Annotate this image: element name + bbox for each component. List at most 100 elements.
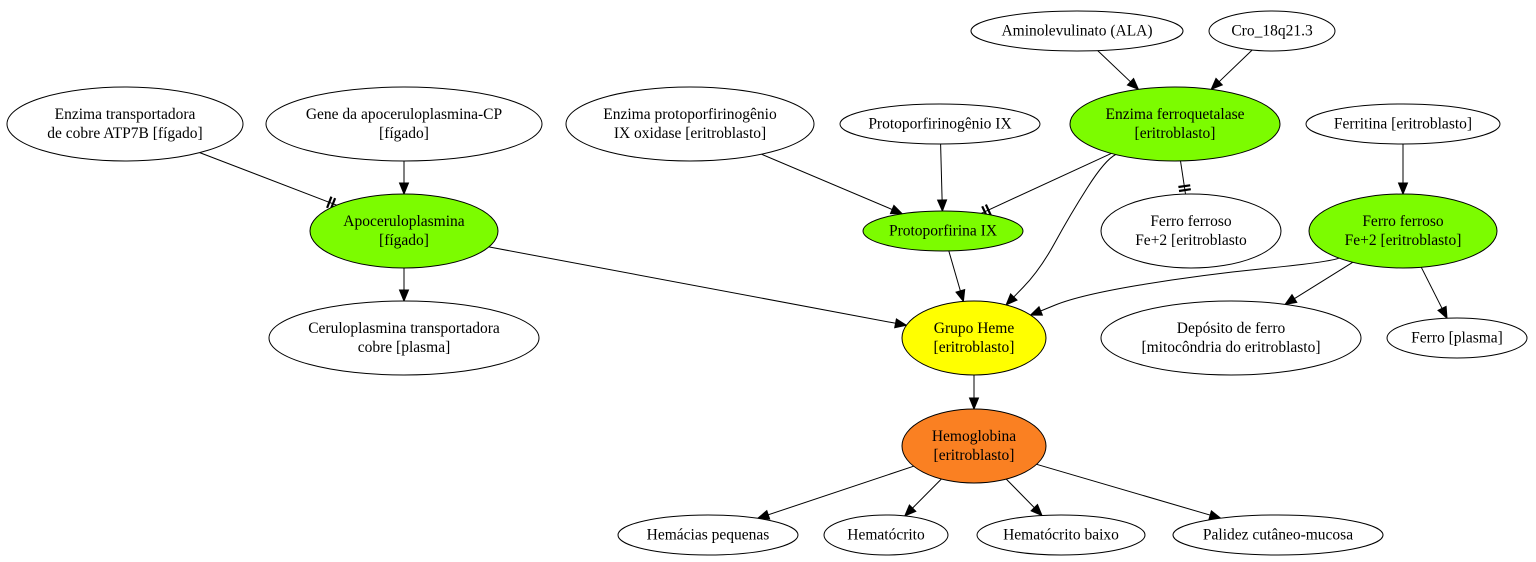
node-ellipse xyxy=(268,300,540,376)
edge-line xyxy=(757,465,914,519)
node-label: Enzima ferroquetalase xyxy=(1106,106,1245,123)
edge-line xyxy=(199,152,337,206)
node-label: Aminolevulinato (ALA) xyxy=(1001,23,1152,40)
node-label: Grupo Heme xyxy=(934,320,1015,337)
arrowhead xyxy=(955,288,966,303)
node-ala: Aminolevulinato (ALA) xyxy=(970,10,1184,52)
node-heme: Grupo Heme [eritroblasto] xyxy=(901,300,1047,376)
node-label: Hemoglobina xyxy=(932,428,1016,445)
node-cp_gene: Gene da apoceruloplasmina-CP[fígado] xyxy=(265,86,543,162)
node-hb: Hemoglobina [eritroblasto] xyxy=(901,408,1047,484)
arrowhead xyxy=(1437,305,1448,320)
node-ellipse xyxy=(839,103,1041,145)
edge-proto-to-heme xyxy=(948,250,966,303)
node-ellipse xyxy=(823,514,949,556)
arrowhead xyxy=(894,318,908,329)
arrowhead xyxy=(1029,305,1044,316)
node-label: Ferro ferroso xyxy=(1362,213,1444,230)
node-hemacias: Hemácias pequenas xyxy=(617,514,799,556)
node-label: Protoporfirina IX xyxy=(889,223,997,240)
node-cro: Cro_18q21.3 xyxy=(1208,10,1336,52)
arrowhead xyxy=(1397,182,1409,196)
edge-fe2b-to-deposito xyxy=(1283,261,1353,306)
node-label: Ferro ferroso xyxy=(1150,213,1232,230)
node-label: Hematócrito baixo xyxy=(1003,527,1119,544)
edge-line xyxy=(1005,154,1116,306)
edge-apocp-to-cp xyxy=(398,268,410,303)
node-label: Hemácias pequenas xyxy=(647,527,770,544)
edge-ferritina-to-fe2b xyxy=(1397,144,1409,196)
node-atp7b: Enzima transportadora de cobre ATP7B [fíg… xyxy=(6,86,244,162)
node-ellipse xyxy=(1100,193,1282,269)
arrowhead xyxy=(398,182,410,196)
node-label: Enzima transportadora xyxy=(55,106,196,123)
node-label: Hematócrito xyxy=(847,527,925,544)
node-label: [fígado] xyxy=(379,125,429,142)
node-hct: Hematócrito xyxy=(823,514,949,556)
node-ellipse xyxy=(862,210,1024,252)
inhibition-bar xyxy=(1178,188,1191,193)
node-label: cobre [plasma] xyxy=(358,339,451,356)
arrowhead xyxy=(1210,77,1224,91)
edge-line xyxy=(761,153,903,215)
node-label: [eritroblasto] xyxy=(934,339,1015,356)
node-label: Depósito de ferro xyxy=(1177,320,1286,337)
node-label: de cobre ATP7B [fígado] xyxy=(47,125,202,142)
node-label: Enzima protoporfirinogênio xyxy=(603,106,777,123)
node-palidez: Palidez cutâneo-mucosa xyxy=(1172,514,1384,556)
node-label: Protoporfirinogênio IX xyxy=(868,116,1011,133)
edge-line xyxy=(1284,261,1353,305)
edge-apocp-to-heme xyxy=(488,246,908,329)
edge-fe2b-to-heme xyxy=(1029,257,1340,316)
node-label: Ceruloplasmina transportadora xyxy=(308,320,500,337)
node-label: Ferritina [eritroblasto] xyxy=(1334,116,1472,133)
node-label: Apoceruloplasmina xyxy=(343,213,465,230)
node-label: Cro_18q21.3 xyxy=(1231,23,1313,40)
edge-line xyxy=(488,246,907,326)
edge-ppox-to-proto xyxy=(761,153,904,215)
edge-hb-to-hctbaixo xyxy=(1005,478,1043,517)
inhibition-bar xyxy=(984,204,992,216)
arrowhead xyxy=(968,397,980,411)
node-ellipse xyxy=(1069,86,1281,162)
arrowhead xyxy=(889,204,904,215)
edge-cp_gene-to-apocp xyxy=(398,161,410,196)
edge-heme-to-hb xyxy=(968,375,980,411)
node-label: Fe+2 [eritroblasto xyxy=(1135,232,1247,249)
arrowhead xyxy=(1283,293,1298,306)
node-ellipse xyxy=(617,514,799,556)
node-label: [eritroblasto] xyxy=(934,447,1015,464)
node-label: Fe+2 [eritroblasto] xyxy=(1345,232,1462,249)
node-ellipse xyxy=(309,193,499,269)
node-label: [mitocôndria do eritroblasto] xyxy=(1141,339,1320,356)
node-ellipse xyxy=(1208,10,1336,52)
node-ferritina: Ferritina [eritroblasto] xyxy=(1305,103,1501,145)
node-protogen: Protoporfirinogênio IX xyxy=(839,103,1041,145)
edges-layer xyxy=(199,49,1448,521)
node-ellipse xyxy=(265,86,543,162)
node-cp: Ceruloplasmina transportadora cobre [plas… xyxy=(268,300,540,376)
node-ferroplasma: Ferro [plasma] xyxy=(1386,317,1528,359)
node-label: [fígado] xyxy=(379,232,429,249)
node-fech: Enzima ferroquetalase[eritroblasto] xyxy=(1069,86,1281,162)
node-label: Ferro [plasma] xyxy=(1411,330,1503,347)
node-ellipse xyxy=(1100,300,1362,376)
edge-line xyxy=(1180,160,1186,195)
node-ellipse xyxy=(1305,103,1501,145)
node-ellipse xyxy=(1308,193,1498,269)
edge-cro-to-fech xyxy=(1210,49,1253,91)
node-deposito: Depósito de ferro [mitocôndria do eritrob… xyxy=(1100,300,1362,376)
edge-hb-to-hct xyxy=(903,478,942,517)
edge-fe2b-to-ferroplasma xyxy=(1420,267,1448,320)
node-ellipse xyxy=(1386,317,1528,359)
arrowhead xyxy=(1126,77,1140,91)
edge-ala-to-fech xyxy=(1097,50,1140,91)
node-hctbaixo: Hematócrito baixo xyxy=(976,514,1146,556)
node-ellipse xyxy=(970,10,1184,52)
node-ellipse xyxy=(1172,514,1384,556)
